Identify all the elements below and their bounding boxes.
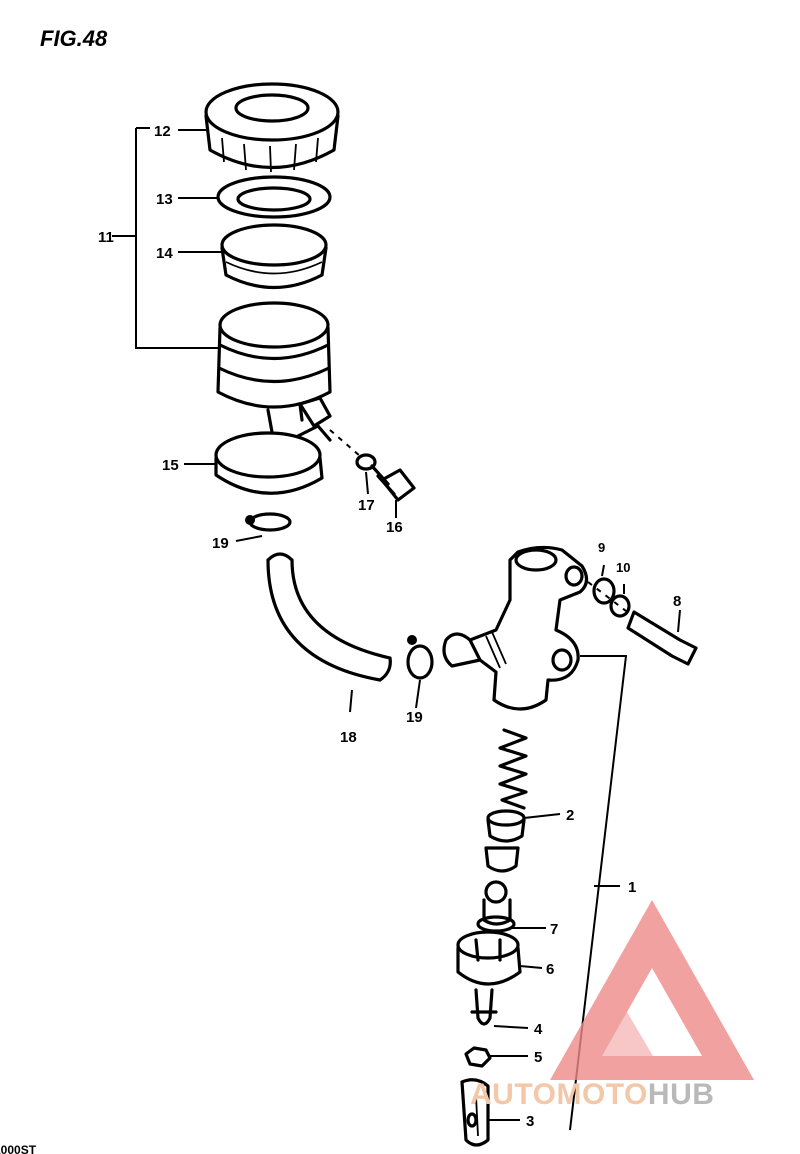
piston-boot <box>456 930 522 986</box>
assembly-axis-bolt <box>587 581 631 615</box>
callout-14: 14 <box>156 245 173 262</box>
callout-18: 18 <box>340 729 357 746</box>
hose-clip-lower <box>406 635 434 680</box>
callout-16: 16 <box>386 519 403 536</box>
footer-code: 1000ST <box>0 1143 37 1154</box>
mounting-bolt <box>626 610 698 666</box>
callout-4: 4 <box>534 1021 543 1038</box>
return-spring <box>498 728 528 810</box>
mounting-washer <box>609 594 631 618</box>
reservoir-body <box>216 301 332 434</box>
callout-10: 10 <box>616 560 630 575</box>
callout-19-upper: 19 <box>212 535 229 552</box>
figure-title: FIG.48 <box>40 26 108 51</box>
piston-cup <box>484 809 526 873</box>
callout-1: 1 <box>628 879 636 896</box>
push-rod <box>470 988 498 1026</box>
mounting-spacer <box>592 577 616 605</box>
master-cylinder-body <box>442 545 589 711</box>
hose-clip-upper <box>245 512 292 532</box>
callout-7: 7 <box>550 921 558 938</box>
callout-2: 2 <box>566 807 574 824</box>
callout-17: 17 <box>358 497 375 514</box>
callout-11: 11 <box>98 229 114 246</box>
lock-nut <box>464 1046 492 1068</box>
callout-9: 9 <box>598 540 605 555</box>
callout-12: 12 <box>154 123 171 140</box>
callout-6: 6 <box>546 961 554 978</box>
assembly-axis-upper <box>329 429 361 457</box>
callout-8: 8 <box>673 593 681 610</box>
reservoir-diaphragm <box>220 223 328 289</box>
callout-13: 13 <box>156 191 173 208</box>
clevis <box>460 1078 490 1147</box>
watermark-text: AUTOMOTOHUB <box>470 1078 714 1111</box>
reservoir-band <box>214 424 332 495</box>
callout-19-lower: 19 <box>406 709 423 726</box>
callout-5: 5 <box>534 1049 542 1066</box>
watermark-logo <box>550 900 754 1080</box>
callout-15: 15 <box>162 457 179 474</box>
leader-lines <box>112 127 681 1131</box>
cap-gasket <box>216 175 332 219</box>
band-screw <box>370 464 416 502</box>
reservoir-hose <box>266 552 392 682</box>
reservoir-cap <box>204 82 340 173</box>
callout-3: 3 <box>526 1113 534 1130</box>
piston <box>476 880 516 933</box>
band-washer <box>355 453 377 471</box>
